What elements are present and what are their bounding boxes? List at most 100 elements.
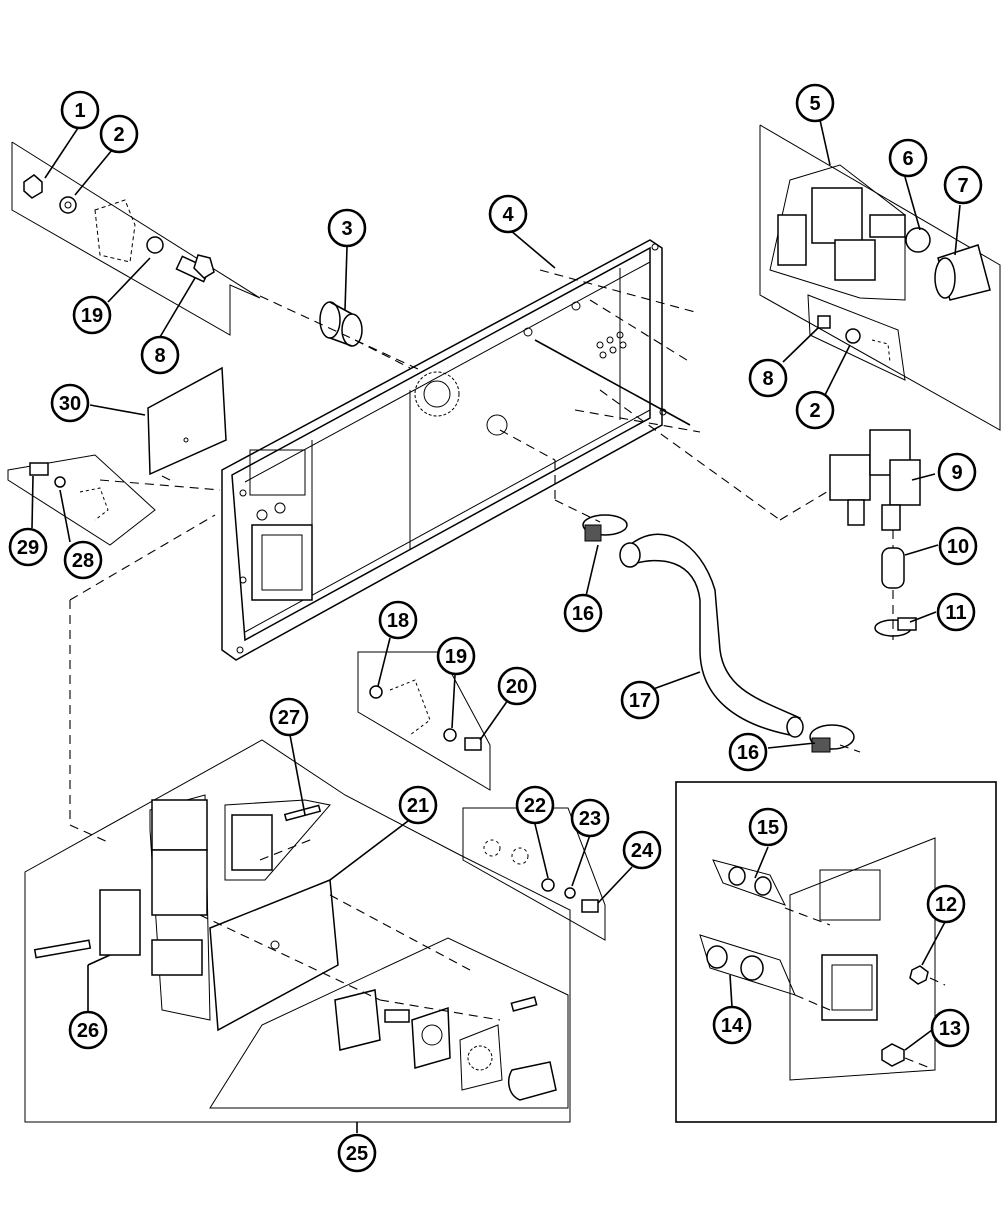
callout-13: 13	[930, 1008, 970, 1048]
callout-21: 21	[398, 785, 438, 825]
callout-number: 22	[524, 795, 546, 817]
callout-circle	[72, 295, 112, 335]
callout-circle	[938, 526, 978, 566]
hose-and-clamp-small	[874, 547, 917, 637]
callout-26: 26	[68, 1010, 108, 1050]
callout-number: 10	[947, 536, 969, 558]
leader-lines	[31, 119, 961, 1133]
callout-number: 24	[631, 840, 654, 862]
callout-9: 9	[937, 452, 977, 492]
callout-14: 14	[712, 1005, 752, 1045]
callout-number: 4	[502, 204, 514, 226]
callout-number: 26	[77, 1020, 99, 1042]
callout-1: 1	[60, 90, 100, 130]
callout-2: 2	[795, 390, 835, 430]
callout-circle	[930, 1008, 970, 1048]
valve-assembly-top-right	[759, 124, 1001, 431]
callout-circle	[795, 390, 835, 430]
callout-circle	[712, 1005, 752, 1045]
cover-plate	[147, 366, 227, 476]
callout-number: 3	[341, 218, 352, 240]
callout-number: 29	[17, 537, 39, 559]
sunburst-vent	[414, 371, 460, 417]
callout-circle	[748, 807, 788, 847]
callout-circle	[327, 208, 367, 248]
callout-18: 18	[378, 600, 418, 640]
callout-19: 19	[436, 636, 476, 676]
callout-circle	[926, 884, 966, 924]
selector-switch-block	[99, 799, 208, 976]
callout-6: 6	[888, 138, 928, 178]
callout-number: 15	[757, 817, 779, 839]
callout-24: 24	[622, 830, 662, 870]
callout-number: 13	[939, 1018, 961, 1040]
callout-2: 2	[99, 114, 139, 154]
callout-circle	[515, 785, 555, 825]
callout-11: 11	[936, 592, 976, 632]
callout-number: 5	[809, 93, 820, 115]
callout-circle	[620, 680, 660, 720]
alignment-lines	[69, 269, 946, 1069]
drain-hose	[619, 533, 804, 738]
control-panel-housing	[221, 239, 691, 661]
callout-circle	[943, 165, 983, 205]
callout-circle	[728, 732, 768, 772]
callout-4: 4	[488, 194, 528, 234]
callout-number: 12	[935, 894, 957, 916]
callout-5: 5	[795, 83, 835, 123]
callout-number: 28	[72, 550, 94, 572]
callout-number: 7	[957, 175, 968, 197]
callout-number: 17	[629, 690, 651, 712]
callout-8: 8	[140, 335, 180, 375]
callout-circle	[748, 358, 788, 398]
callout-circle	[140, 335, 180, 375]
callout-20: 20	[497, 666, 537, 706]
callout-7: 7	[943, 165, 983, 205]
callout-circle	[398, 785, 438, 825]
callout-8: 8	[748, 358, 788, 398]
callout-number: 16	[737, 742, 759, 764]
callout-number: 16	[572, 603, 594, 625]
callout-number: 11	[945, 602, 966, 624]
callout-number: 25	[346, 1143, 368, 1165]
callout-29: 29	[8, 527, 48, 567]
callout-22: 22	[515, 785, 555, 825]
hose-clamp-lower	[809, 724, 855, 753]
timer-assembly-group	[24, 739, 571, 1123]
callout-circle	[570, 798, 610, 838]
callout-30: 30	[50, 383, 90, 423]
timer-knob-parts	[334, 989, 557, 1101]
callout-circle	[563, 593, 603, 633]
callout-number: 21	[407, 795, 429, 817]
callout-3: 3	[327, 208, 367, 248]
callout-number: 18	[387, 610, 409, 632]
callout-number: 2	[809, 400, 820, 422]
callout-circle	[50, 383, 90, 423]
callout-number: 1	[74, 100, 85, 122]
callout-15: 15	[748, 807, 788, 847]
callout-23: 23	[570, 798, 610, 838]
hardware-group-top-left	[11, 141, 261, 336]
callout-circle	[888, 138, 928, 178]
callout-10: 10	[938, 526, 978, 566]
hardware-group-center	[357, 651, 491, 791]
callout-circle	[936, 592, 976, 632]
callout-17: 17	[620, 680, 660, 720]
callout-16: 16	[728, 732, 768, 772]
callout-number: 27	[278, 707, 300, 729]
callout-circle	[269, 697, 309, 737]
callout-circle	[436, 636, 476, 676]
callout-12: 12	[926, 884, 966, 924]
callout-circle	[60, 90, 100, 130]
callout-number: 23	[579, 808, 601, 830]
timer-mount-plate	[209, 878, 339, 1032]
callout-circle	[378, 600, 418, 640]
callout-circle	[68, 1010, 108, 1050]
callout-number: 20	[506, 676, 528, 698]
callout-19: 19	[72, 295, 112, 335]
callout-circle	[488, 194, 528, 234]
callout-number: 8	[154, 345, 165, 367]
relay-upper	[224, 799, 331, 881]
